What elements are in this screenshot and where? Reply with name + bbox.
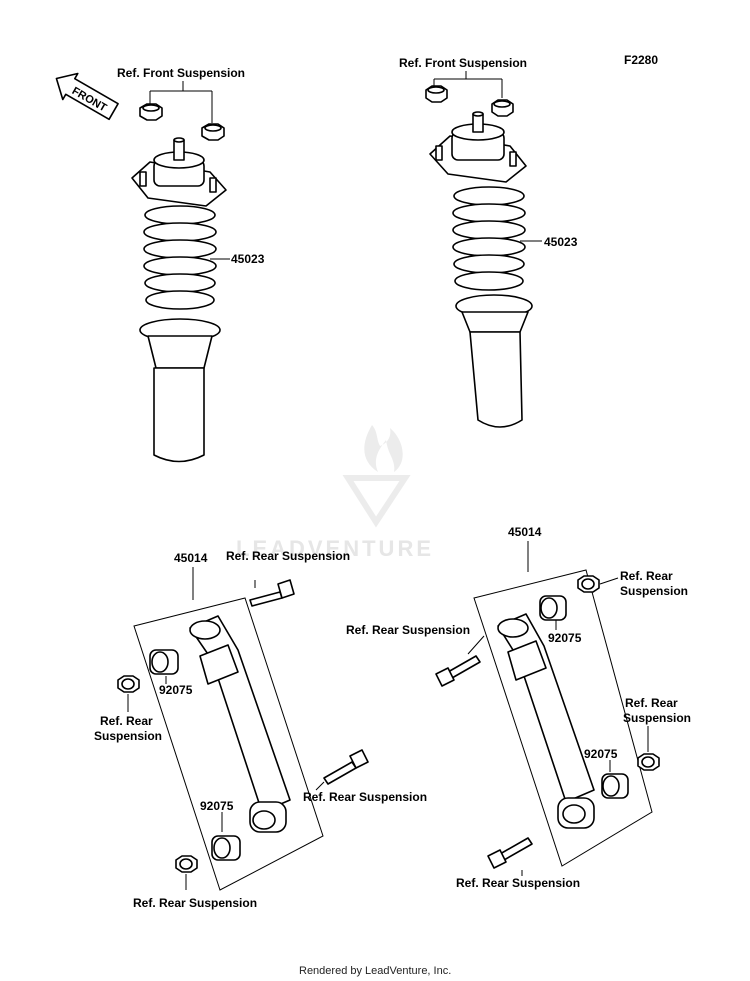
label-ref-rear-line1-right-mid: Ref. Rear xyxy=(625,696,678,710)
footer-credit: Rendered by LeadVenture, Inc. xyxy=(299,965,451,977)
front-shock-right: Ref. Front Suspension 45023 xyxy=(399,56,578,428)
label-ref-rear-suspension-4: Ref. Rear Suspension xyxy=(346,623,470,637)
label-ref-rear-line1-left: Ref. Rear xyxy=(100,714,153,728)
label-ref-front-suspension-left: Ref. Front Suspension xyxy=(117,66,245,80)
rear-shock-right: 45014 xyxy=(346,525,691,890)
front-arrow-icon: FRONT xyxy=(55,72,119,121)
label-ref-rear-suspension-5: Ref. Rear Suspension xyxy=(456,876,580,890)
bushing-icon xyxy=(539,595,567,621)
part-number-92075-right-upper: 92075 xyxy=(548,631,582,645)
nut-icon xyxy=(491,99,514,117)
nut-icon xyxy=(577,575,600,593)
part-number-92075-left-lower: 92075 xyxy=(200,799,234,813)
part-number-45023-left: 45023 xyxy=(231,252,265,266)
label-ref-rear-suspension-3: Ref. Rear Suspension xyxy=(133,896,257,910)
label-ref-rear-line1-right-top: Ref. Rear xyxy=(620,569,673,583)
bolt-icon xyxy=(487,837,533,869)
part-number-92075-left-upper: 92075 xyxy=(159,683,193,697)
nut-icon xyxy=(637,753,660,771)
bushing-icon xyxy=(601,773,629,799)
nut-icon xyxy=(139,103,163,121)
part-number-45014-left: 45014 xyxy=(174,551,208,565)
watermark-text: LEADVENTURE xyxy=(236,536,434,561)
part-number-45014-right: 45014 xyxy=(508,525,542,539)
front-shock-left: Ref. Front Suspension 45023 xyxy=(117,66,265,463)
label-ref-front-suspension-right: Ref. Front Suspension xyxy=(399,56,527,70)
part-number-45023-right: 45023 xyxy=(544,235,578,249)
rear-shock-left: 45014 xyxy=(94,549,427,910)
bushing-icon xyxy=(211,835,241,861)
bushing-icon xyxy=(149,649,179,675)
bolt-icon xyxy=(435,655,481,687)
label-ref-rear-line2-right-top: Suspension xyxy=(620,584,688,598)
part-number-92075-right-lower: 92075 xyxy=(584,747,618,761)
label-ref-rear-suspension-2: Ref. Rear Suspension xyxy=(303,790,427,804)
label-ref-rear-suspension-1: Ref. Rear Suspension xyxy=(226,549,350,563)
label-ref-rear-line2-left: Suspension xyxy=(94,729,162,743)
bolt-icon xyxy=(249,579,295,607)
bolt-icon xyxy=(323,749,369,785)
figure-code: F2280 xyxy=(624,53,658,67)
watermark-logo: LEADVENTURE xyxy=(236,425,434,561)
nut-icon xyxy=(425,85,448,103)
nut-icon xyxy=(117,675,140,693)
label-ref-rear-line2-right-mid: Suspension xyxy=(623,711,691,725)
nut-icon xyxy=(175,855,198,873)
nut-icon xyxy=(201,123,225,141)
